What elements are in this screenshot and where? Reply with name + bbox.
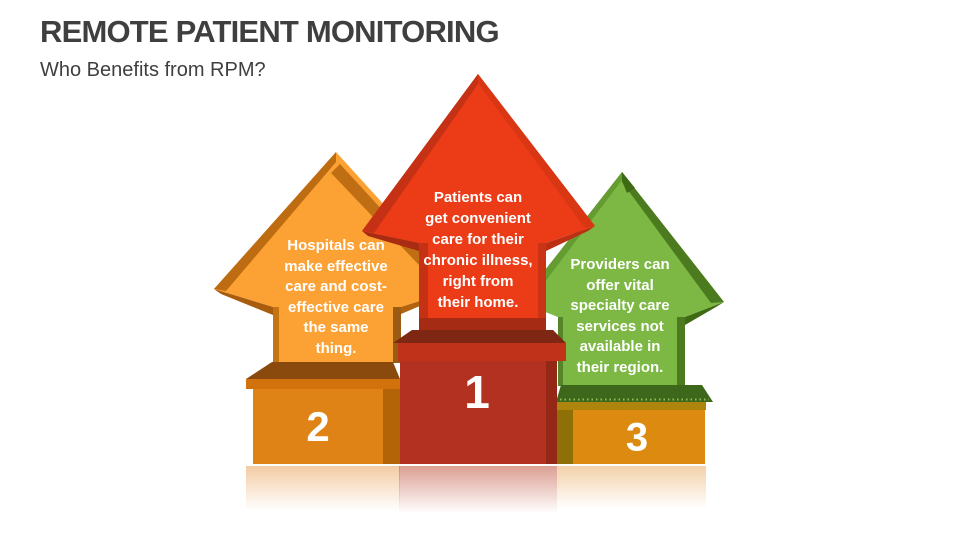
rank-3-badge: 3: [625, 415, 649, 460]
reflection-hospitals-pedestal: [246, 466, 400, 520]
reflection-patients-pedestal: [399, 466, 557, 520]
patients-arrow-bevel-right-underside: [546, 226, 595, 251]
patients-pedestal-face: [400, 361, 546, 464]
providers-arrow-bevel-stem-right: [677, 317, 685, 386]
providers-caption: Providers can offer vital specialty care…: [570, 256, 670, 376]
patients-pedestal-side: [546, 361, 557, 464]
patients-pedestal-lip-front: [398, 343, 566, 361]
patients-arrow-bevel-stem-right: [538, 243, 546, 330]
hospitals-pedestal-face: [253, 389, 383, 464]
patients-arrow-stem-bottom-bevel: [419, 318, 546, 330]
hospitals-arrow-bevel-stem-left: [273, 307, 279, 363]
hospitals-arrow-bevel-left-underside: [214, 289, 273, 315]
patients-arrow-bevel-left-edge: [362, 74, 478, 233]
patients-arrow-bevel-left-underside: [362, 231, 419, 251]
providers-pedestal-lip-strip: [557, 402, 706, 410]
hospitals-pedestal-side: [383, 389, 400, 464]
slide-title: REMOTE PATIENT MONITORING: [40, 14, 500, 49]
patients-caption: Patients can get convenient care for the…: [423, 189, 533, 311]
patients-pedestal-lip-top: [393, 330, 566, 343]
providers-arrow-apex-facet: [622, 172, 635, 193]
rank-1-badge: 1: [464, 366, 490, 418]
hospitals-arrow-bevel-stem-right: [393, 307, 401, 363]
patients-arrow-bevel-stem-left: [419, 243, 428, 330]
providers-pedestal-face: [573, 410, 705, 464]
providers-arrow-bevel-right-underside: [685, 302, 724, 325]
providers-pedestal-side: [557, 410, 573, 464]
hospitals-arrow-bevel-left: [214, 152, 336, 291]
providers-arrow-bevel-right-edge: [622, 172, 724, 303]
slide-subtitle: Who Benefits from RPM?: [40, 59, 266, 81]
providers-arrow-shape: [520, 172, 724, 386]
patients-arrow-bevel-right-edge: [478, 74, 595, 228]
arrow-patients: [362, 74, 595, 464]
rank-2-badge: 2: [306, 403, 330, 450]
reflection-providers-pedestal: [557, 466, 706, 520]
providers-platform-top: [556, 385, 713, 402]
hospitals-caption: Hospitals can make effective care and co…: [284, 237, 388, 357]
hospitals-pedestal-lip-top: [246, 362, 400, 379]
hospitals-pedestal-lip-front: [246, 379, 400, 389]
